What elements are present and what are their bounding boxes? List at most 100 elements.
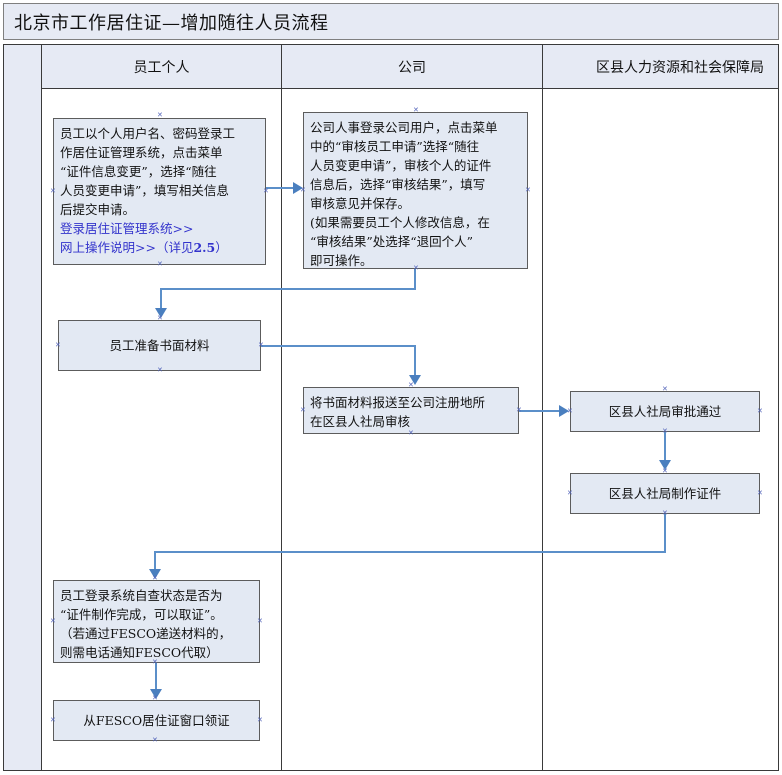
handle-mark: ✕ — [157, 111, 163, 119]
handle-mark: ✕ — [257, 617, 263, 625]
handle-mark: ✕ — [516, 406, 522, 414]
handle-mark: ✕ — [157, 366, 163, 374]
handle-mark: ✕ — [408, 429, 414, 437]
node-prepare-materials[interactable]: 员工准备书面材料 — [58, 320, 261, 371]
employee-login-line-5: 后提交申请。 — [60, 202, 136, 217]
company-review-line-8: 即可操作。 — [310, 253, 373, 268]
connector-review-to-prepare-vertical-down — [160, 288, 162, 310]
handle-mark: ✕ — [152, 574, 158, 582]
employee-check-line-4: 则需电话通知FESCO代取） — [60, 645, 219, 660]
handle-mark: ✕ — [757, 407, 763, 415]
connector-prepare-to-submit-vertical — [414, 345, 416, 376]
lane-header-employee-label: 员工个人 — [133, 59, 190, 76]
lane-header-bureau: 区县人力资源和社会保障局 — [542, 45, 782, 88]
swimlane-stub-column — [4, 45, 42, 770]
company-review-line-3: 人员变更申请”，审核个人的证件 — [310, 158, 492, 173]
handle-mark: ✕ — [413, 264, 419, 272]
arrowhead-approved-to-make-card — [659, 460, 671, 470]
connector-prepare-to-submit-horizontal — [261, 345, 416, 347]
arrowhead-login-to-review — [293, 182, 303, 194]
submit-materials-line-1: 将书面材料报送至公司注册地所 — [310, 395, 486, 410]
company-review-line-7: “审核结果”处选择“退回个人” — [310, 234, 474, 249]
handle-mark: ✕ — [257, 716, 263, 724]
handle-mark: ✕ — [152, 694, 158, 702]
lane-divider-2 — [542, 89, 543, 770]
connector-make-card-to-check-vertical-down — [154, 551, 156, 571]
employee-login-line-2: 作居住证管理系统，点击菜单 — [60, 145, 223, 160]
document-title-bar: 北京市工作居住证—增加随往人员流程 — [3, 3, 779, 40]
handle-mark: ✕ — [408, 381, 414, 389]
employee-login-line-3: “证件信息变更”，选择“随往 — [60, 164, 217, 179]
arrowhead-submit-to-approved — [559, 405, 569, 417]
handle-mark: ✕ — [300, 186, 306, 194]
connector-make-card-to-check-horizontal — [154, 551, 666, 553]
handle-mark: ✕ — [525, 186, 531, 194]
node-collect-card[interactable]: 从FESCO居住证窗口领证 — [53, 700, 260, 741]
arrowhead-check-to-collect — [150, 689, 162, 699]
lane-header-employee: 员工个人 — [42, 45, 281, 88]
node-bureau-make-card-label: 区县人社局制作证件 — [608, 486, 722, 501]
submit-materials-line-2: 在区县人社局审核 — [310, 414, 411, 429]
company-review-line-5: 审核意见并保存。 — [310, 196, 411, 211]
connector-review-to-prepare-horizontal — [160, 288, 416, 290]
node-bureau-make-card[interactable]: 区县人社局制作证件 — [570, 473, 760, 514]
link-online-instructions-prefix: 网上操作说明>>（详见 — [60, 240, 194, 255]
handle-mark: ✕ — [662, 467, 668, 475]
company-review-line-2: 中的“审核员工申请”选择“随往 — [310, 139, 480, 154]
connector-approved-to-make-card — [664, 432, 666, 461]
handle-mark: ✕ — [50, 617, 56, 625]
handle-mark: ✕ — [567, 407, 573, 415]
swimlane-header-row: 员工个人 公司 区县人力资源和社会保障局 — [42, 45, 778, 89]
node-company-review[interactable]: 公司人事登录公司用户，点击菜单 中的“审核员工申请”选择“随往 人员变更申请”，… — [303, 112, 528, 269]
handle-mark: ✕ — [157, 314, 163, 322]
handle-mark: ✕ — [263, 187, 269, 195]
company-review-line-1: 公司人事登录公司用户，点击菜单 — [310, 120, 498, 135]
node-prepare-materials-label: 员工准备书面材料 — [109, 338, 210, 353]
arrowhead-prepare-to-submit — [409, 375, 421, 385]
connector-make-card-to-check-vertical-up — [664, 514, 666, 552]
link-login-system[interactable]: 登录居住证管理系统>> — [60, 221, 194, 236]
handle-mark: ✕ — [50, 716, 56, 724]
link-online-instructions-section: 2.5 — [193, 240, 216, 255]
handle-mark: ✕ — [55, 341, 61, 349]
connector-login-to-review — [266, 187, 294, 189]
page-title: 北京市工作居住证—增加随往人员流程 — [14, 12, 329, 34]
link-online-instructions[interactable]: 网上操作说明>>（详见2.5） — [60, 238, 259, 257]
handle-mark: ✕ — [152, 658, 158, 666]
link-online-instructions-suffix: ） — [215, 240, 228, 255]
handle-mark: ✕ — [50, 187, 56, 195]
handle-mark: ✕ — [413, 106, 419, 114]
node-bureau-approved[interactable]: 区县人社局审批通过 — [570, 391, 760, 432]
employee-check-line-1: 员工登录系统自查状态是否为 — [60, 588, 223, 603]
handle-mark: ✕ — [300, 406, 306, 414]
employee-check-line-2: “证件制作完成，可以取证”。 — [60, 607, 223, 622]
node-bureau-approved-label: 区县人社局审批通过 — [608, 404, 722, 419]
lane-header-bureau-label: 区县人力资源和社会保障局 — [596, 59, 764, 76]
handle-mark: ✕ — [152, 736, 158, 744]
handle-mark: ✕ — [757, 489, 763, 497]
arrowhead-review-to-prepare — [155, 308, 167, 318]
company-review-line-4: 信息后，选择“审核结果”，填写 — [310, 177, 486, 192]
company-review-line-6: (如果需要员工个人修改信息，在 — [310, 215, 490, 230]
node-submit-materials[interactable]: 将书面材料报送至公司注册地所 在区县人社局审核 — [303, 387, 519, 434]
handle-mark: ✕ — [662, 427, 668, 435]
lane-header-company: 公司 — [281, 45, 542, 88]
connector-submit-to-approved — [519, 410, 561, 412]
employee-login-line-4: 人员变更申请”，填写相关信息 — [60, 183, 229, 198]
lane-header-company-label: 公司 — [398, 59, 426, 76]
handle-mark: ✕ — [662, 509, 668, 517]
employee-check-line-3: （若通过FESCO递送材料的， — [60, 626, 232, 641]
node-employee-check-status[interactable]: 员工登录系统自查状态是否为 “证件制作完成，可以取证”。 （若通过FESCO递送… — [53, 580, 260, 663]
node-collect-card-label: 从FESCO居住证窗口领证 — [83, 713, 230, 728]
connector-check-to-collect — [155, 663, 157, 690]
node-employee-login[interactable]: 员工以个人用户名、密码登录工 作居住证管理系统，点击菜单 “证件信息变更”，选择… — [53, 118, 266, 265]
lane-divider-1 — [281, 89, 282, 770]
handle-mark: ✕ — [567, 489, 573, 497]
connector-review-to-prepare-vertical-up — [414, 269, 416, 290]
employee-login-line-1: 员工以个人用户名、密码登录工 — [60, 126, 236, 141]
handle-mark: ✕ — [258, 341, 264, 349]
handle-mark: ✕ — [157, 260, 163, 268]
handle-mark: ✕ — [662, 385, 668, 393]
swimlane-table: 员工个人 公司 区县人力资源和社会保障局 — [3, 44, 779, 771]
